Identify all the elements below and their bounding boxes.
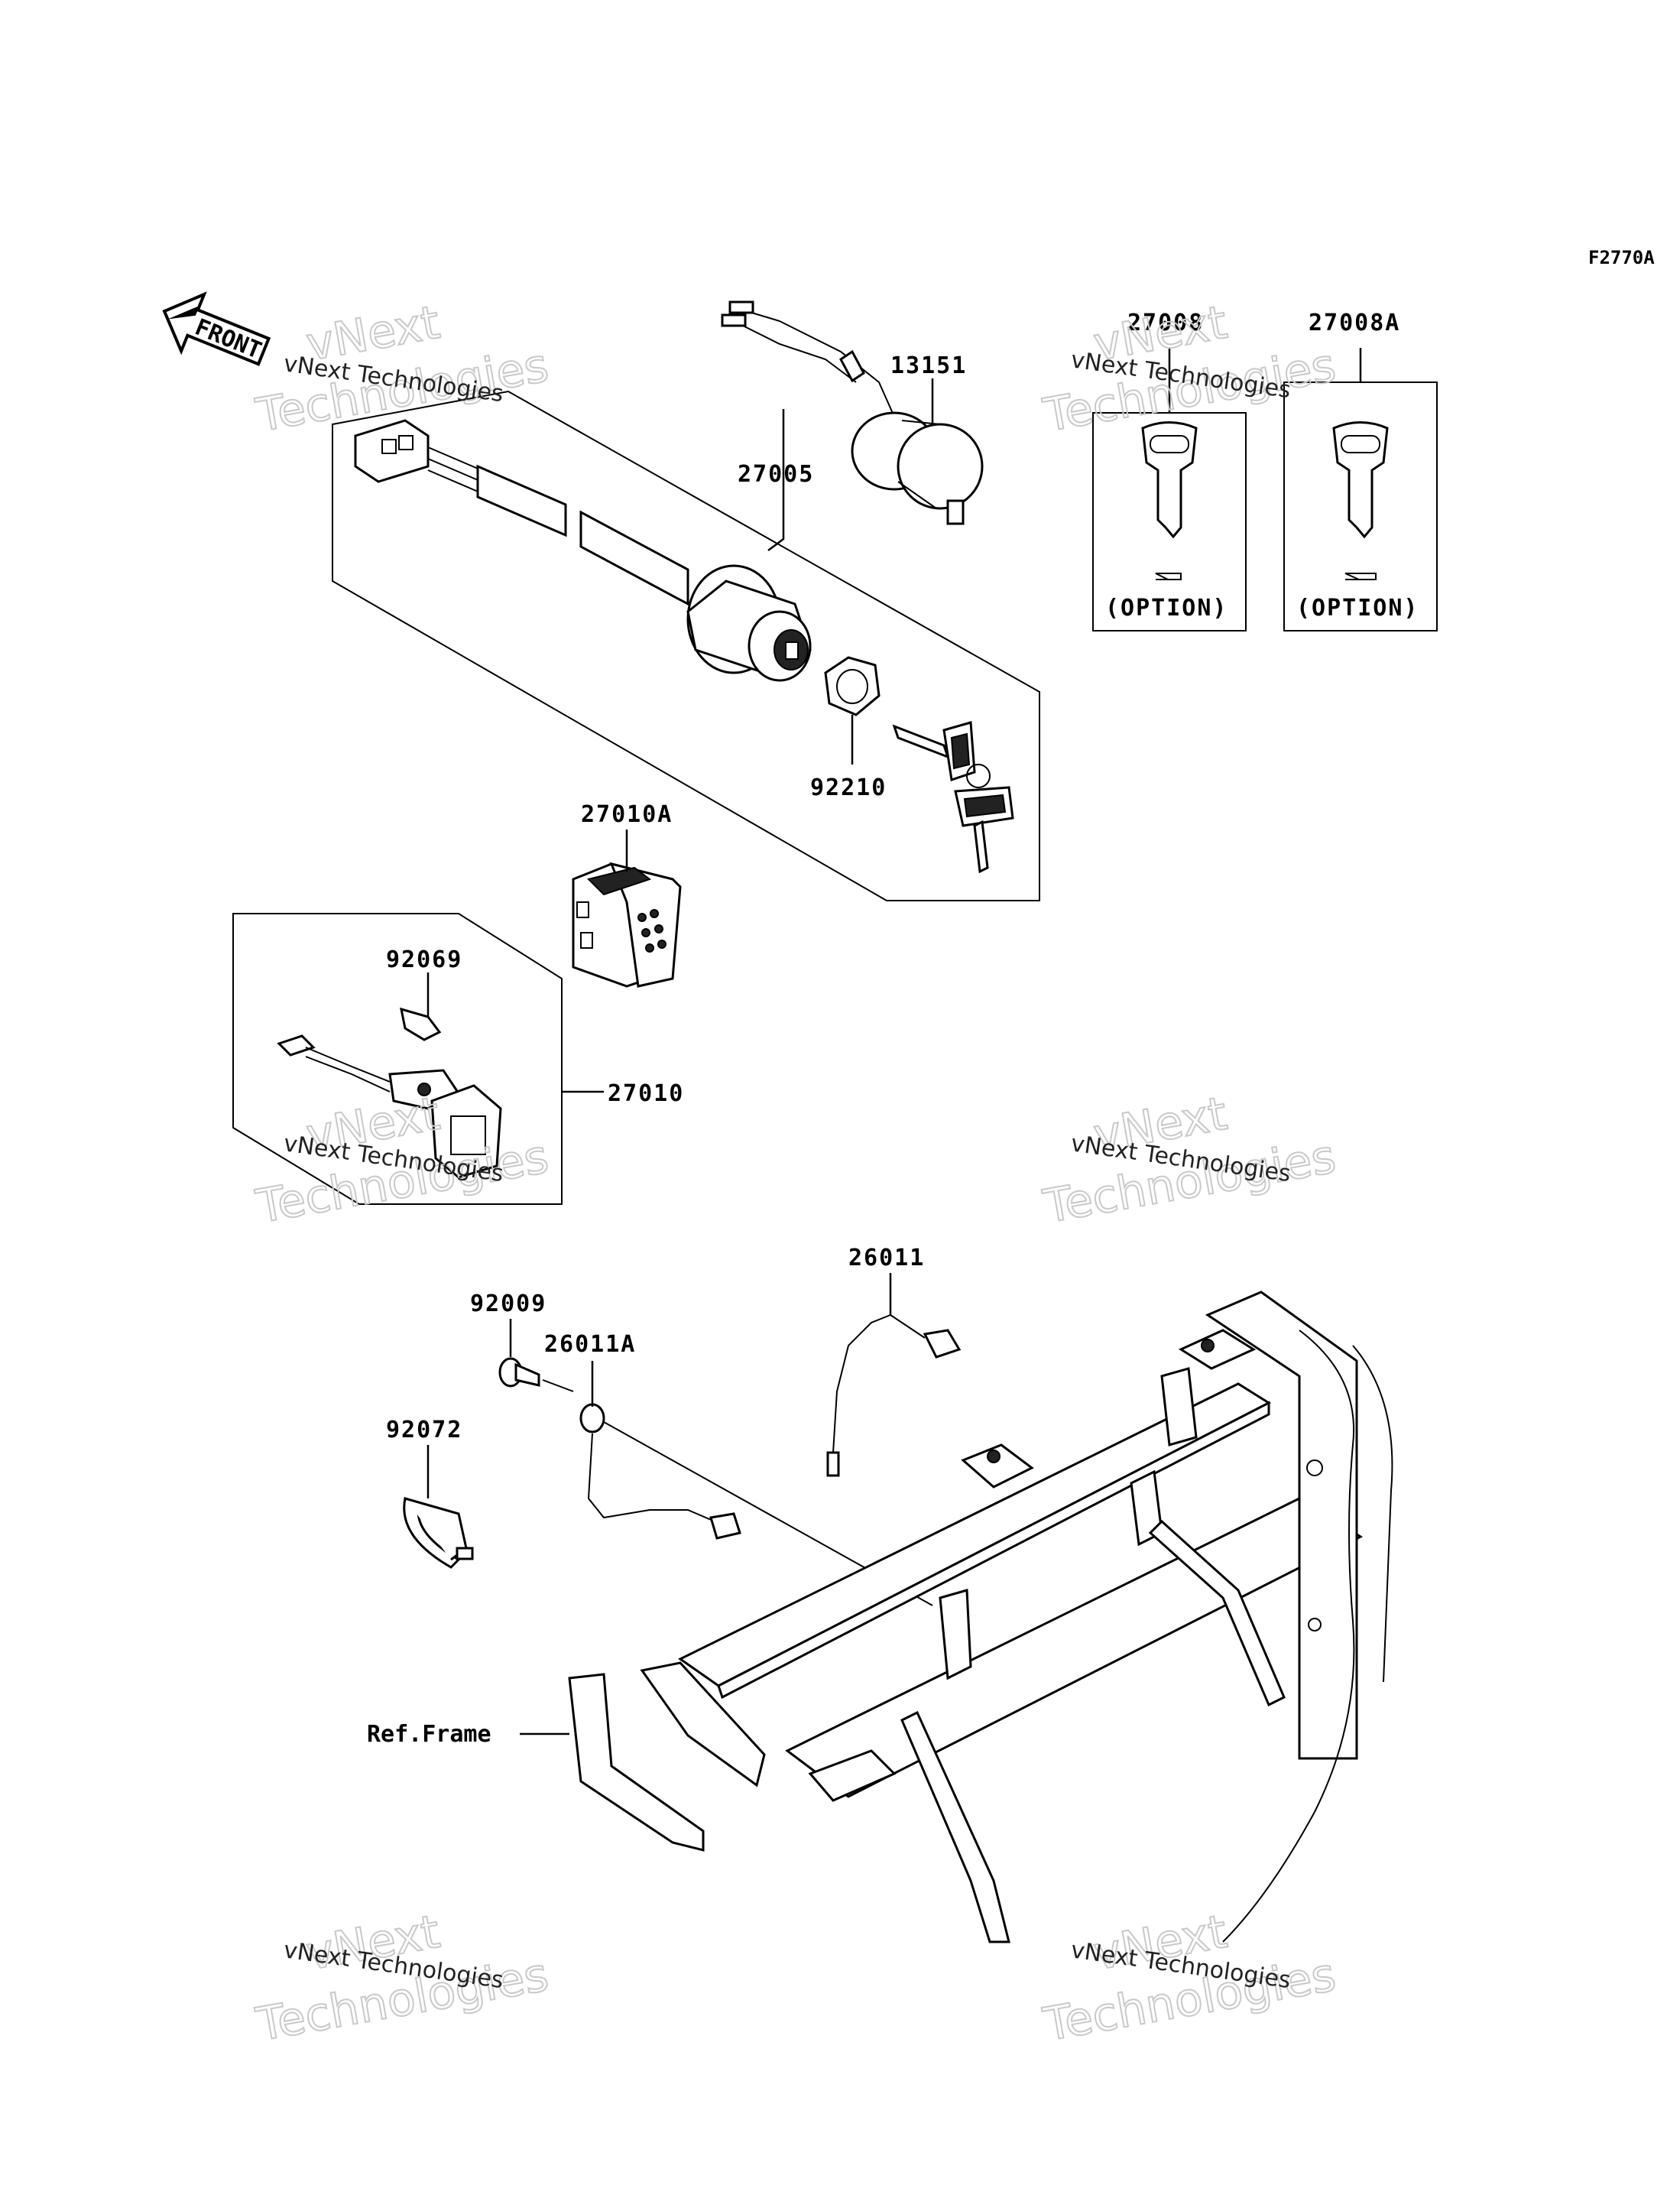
connector-icon bbox=[354, 419, 689, 606]
nut-icon bbox=[824, 656, 881, 716]
option-label-27008A: (OPTION) bbox=[1296, 595, 1419, 622]
sensor-lead-icon bbox=[826, 1314, 962, 1477]
key-pair-icon bbox=[892, 721, 1014, 874]
label-92210: 92210 bbox=[810, 774, 887, 801]
label-27010A: 27010A bbox=[581, 801, 673, 828]
label-27008: 27008 bbox=[1127, 310, 1204, 336]
bulb-icon bbox=[400, 1007, 442, 1041]
key-option-box-27008A: (OPTION) bbox=[1283, 348, 1438, 631]
ignition-switch-icon bbox=[686, 564, 812, 682]
frame-icon bbox=[568, 1291, 1393, 1943]
clamp-band-icon bbox=[403, 1496, 474, 1569]
label-92069: 92069 bbox=[386, 946, 462, 973]
rocker-switch-icon bbox=[572, 862, 682, 988]
switch-cap-icon bbox=[721, 300, 984, 525]
label-27010: 27010 bbox=[608, 1080, 684, 1107]
option-label-27008: (OPTION) bbox=[1105, 595, 1228, 622]
front-arrow-icon: FRONT bbox=[162, 291, 271, 366]
leader-27005 bbox=[767, 409, 785, 551]
ignition-switch-group bbox=[332, 390, 1040, 901]
label-26011A: 26011A bbox=[544, 1331, 636, 1358]
label-92009: 92009 bbox=[470, 1291, 546, 1317]
label-92072: 92072 bbox=[386, 1417, 462, 1443]
switch-assembly-group bbox=[232, 913, 563, 1205]
key-option-box-27008: (OPTION) bbox=[1092, 348, 1247, 631]
label-27008A: 27008A bbox=[1309, 310, 1400, 336]
label-26011: 26011 bbox=[848, 1245, 925, 1271]
diagram-code: F2770A bbox=[1588, 247, 1655, 268]
label-13151: 13151 bbox=[890, 352, 967, 379]
ground-lead-icon bbox=[579, 1403, 741, 1540]
ref-frame-label: Ref.Frame bbox=[367, 1721, 491, 1748]
label-27005: 27005 bbox=[738, 461, 814, 488]
bolt-icon bbox=[498, 1357, 574, 1392]
